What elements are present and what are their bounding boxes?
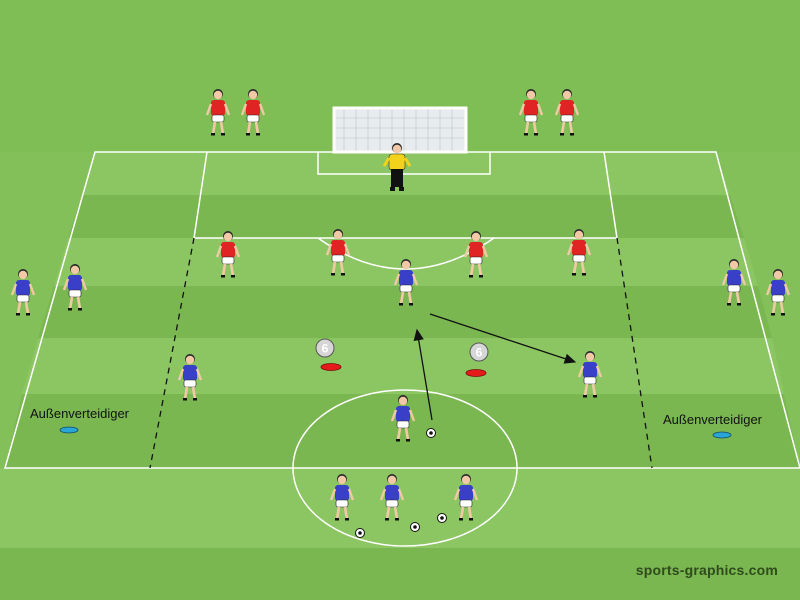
blue-disc: [59, 426, 79, 434]
penalty-left-side: [193, 151, 208, 239]
marker-right: 6: [469, 342, 489, 362]
goalkeeper: [382, 143, 412, 191]
pass-arrow: [429, 313, 577, 364]
balls: [355, 428, 447, 538]
cones: [59, 363, 732, 439]
pass-arrows: [413, 313, 577, 421]
blue-disc: [712, 431, 732, 439]
marker-left-label: 6: [322, 342, 329, 356]
red-cone: [320, 363, 342, 371]
ball-icon: [437, 513, 447, 523]
marker-right-label: 6: [476, 346, 483, 360]
goal-area: [317, 152, 491, 175]
outer-boundary: [4, 151, 800, 469]
ball-icon: [410, 522, 420, 532]
ball-icon: [355, 528, 365, 538]
pass-arrow: [413, 328, 433, 421]
penalty-right-side: [603, 151, 618, 239]
right-fullback-label: Außenverteidiger: [663, 412, 762, 427]
zone-dashed-lines: [149, 237, 653, 469]
ball-icon: [426, 428, 436, 438]
left-fullback-label: Außenverteidiger: [30, 406, 129, 421]
center-circle: [292, 389, 518, 547]
marker-left: 6: [315, 338, 335, 358]
watermark-text: sports-graphics.com: [635, 562, 778, 578]
red-cone: [465, 369, 487, 377]
